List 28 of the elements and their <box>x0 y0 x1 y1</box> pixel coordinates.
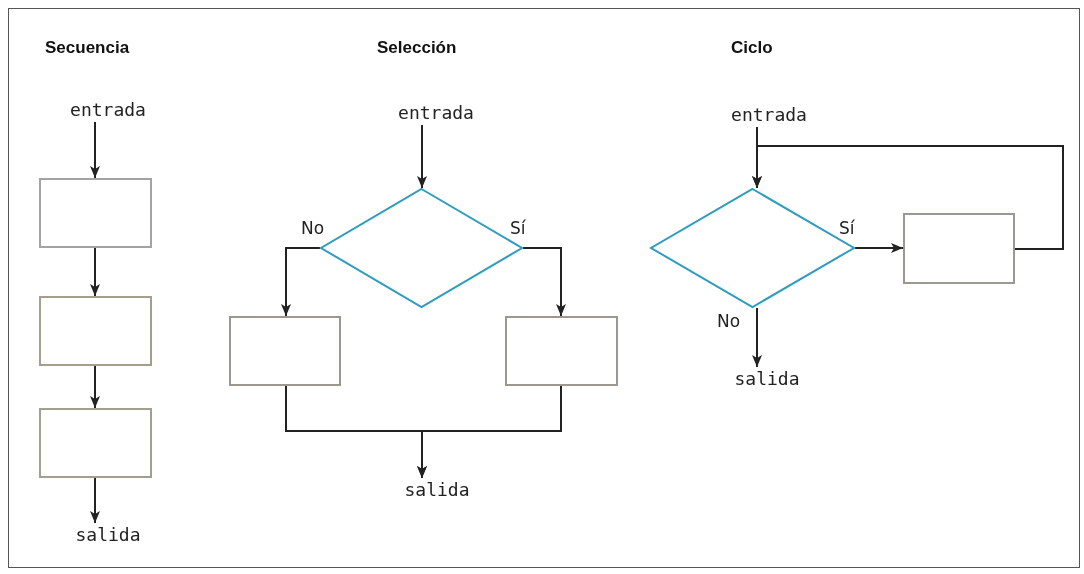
input-label: entrada <box>58 98 158 122</box>
process-box <box>39 178 152 248</box>
decision-diamond <box>650 188 855 308</box>
arrow <box>522 247 566 317</box>
arrow <box>90 365 100 409</box>
arrow <box>281 247 321 317</box>
arrow <box>90 247 100 297</box>
section-title: Secuencia <box>45 38 130 58</box>
arrow <box>417 385 562 479</box>
output-label: salida <box>387 478 487 502</box>
output-label: salida <box>717 367 817 391</box>
section-title: Ciclo <box>731 38 773 58</box>
process-box <box>229 316 341 386</box>
process-box <box>903 213 1015 284</box>
arrow <box>752 145 1064 250</box>
arrow <box>90 121 100 179</box>
process-box <box>39 296 152 366</box>
arrow <box>90 477 100 524</box>
output-label: salida <box>58 523 158 547</box>
process-box <box>505 316 618 386</box>
arrow <box>752 307 762 368</box>
input-label: entrada <box>386 101 486 125</box>
section-title: Selección <box>377 38 457 58</box>
edge-label: Sí <box>838 218 856 238</box>
process-box <box>39 408 152 478</box>
input-label: entrada <box>719 103 819 127</box>
arrow <box>417 124 427 189</box>
arrow <box>854 243 904 253</box>
